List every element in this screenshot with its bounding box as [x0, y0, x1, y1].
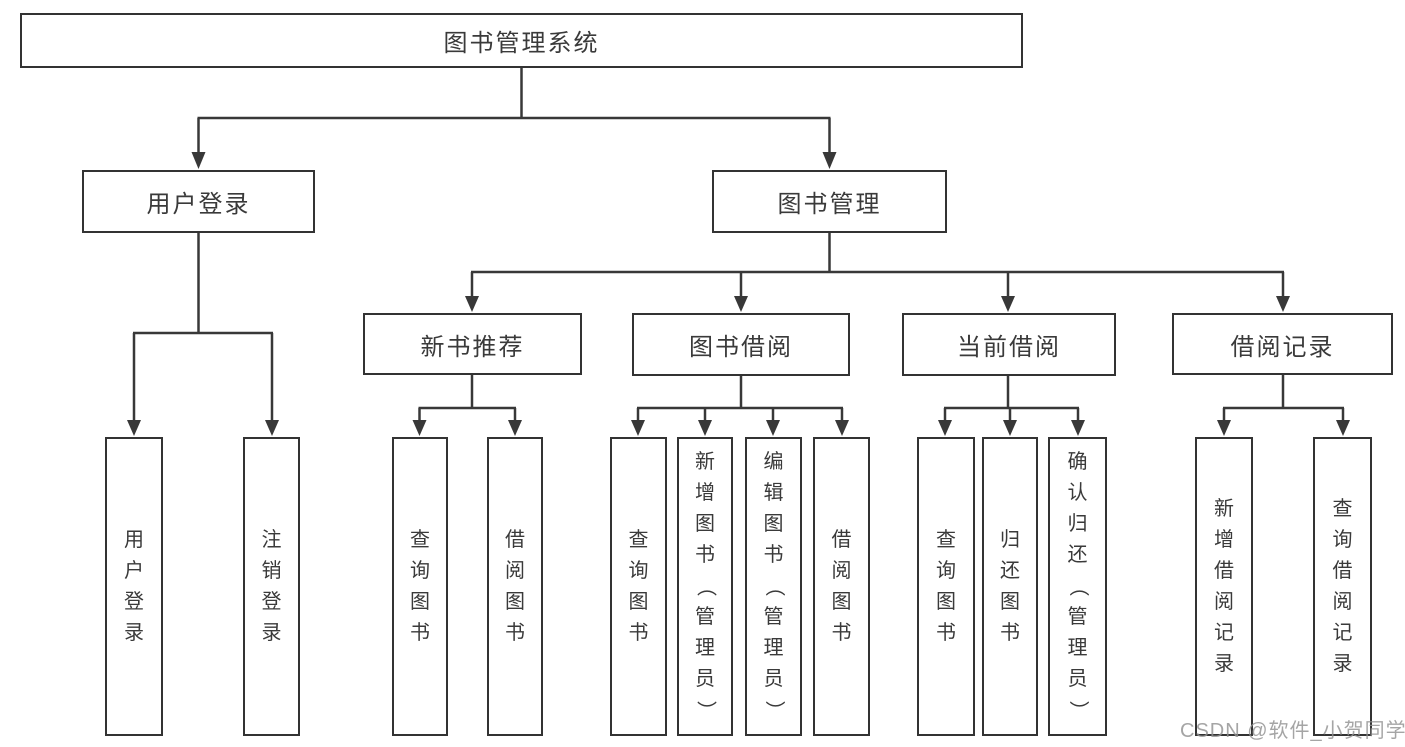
- node-label: 新书推荐: [420, 333, 525, 361]
- node-label: 用户登录: [146, 191, 251, 218]
- node-library-system: 图书管理系统: [20, 13, 1023, 68]
- leaf-confirm-return-admin: 确认归还（管理员）: [1048, 437, 1107, 736]
- node-label: 图书管理系统: [443, 30, 600, 57]
- node-new-book-recommend: 新书推荐: [363, 313, 582, 375]
- node-label: 当前借阅: [957, 334, 1061, 361]
- leaf-query-books-recommend: 查询图书: [392, 437, 448, 736]
- node-book-borrow: 图书借阅: [632, 313, 850, 376]
- node-user-login: 用户登录: [82, 170, 315, 233]
- leaf-borrow-books-recommend: 借阅图书: [487, 437, 543, 736]
- node-label: 图书管理: [777, 191, 882, 218]
- leaf-return-books: 归还图书: [982, 437, 1038, 736]
- csdn-watermark: CSDN @软件_小贺同学: [1180, 720, 1405, 742]
- node-borrow-records: 借阅记录: [1172, 313, 1393, 375]
- node-label: 图书借阅: [689, 334, 793, 361]
- leaf-add-borrow-record: 新增借阅记录: [1195, 437, 1253, 736]
- node-current-borrow: 当前借阅: [902, 313, 1116, 376]
- node-label: 借阅记录: [1230, 333, 1335, 361]
- leaf-borrow-books: 借阅图书: [813, 437, 870, 736]
- leaf-user-login: 用户登录: [105, 437, 163, 736]
- leaf-add-book-admin: 新增图书（管理员）: [677, 437, 733, 736]
- leaf-query-books-borrow: 查询图书: [610, 437, 667, 736]
- leaf-query-borrow-record: 查询借阅记录: [1313, 437, 1372, 736]
- leaf-logout-login: 注销登录: [243, 437, 300, 736]
- leaf-query-books-current: 查询图书: [917, 437, 975, 736]
- leaf-edit-book-admin: 编辑图书（管理员）: [745, 437, 802, 736]
- node-book-management: 图书管理: [712, 170, 947, 233]
